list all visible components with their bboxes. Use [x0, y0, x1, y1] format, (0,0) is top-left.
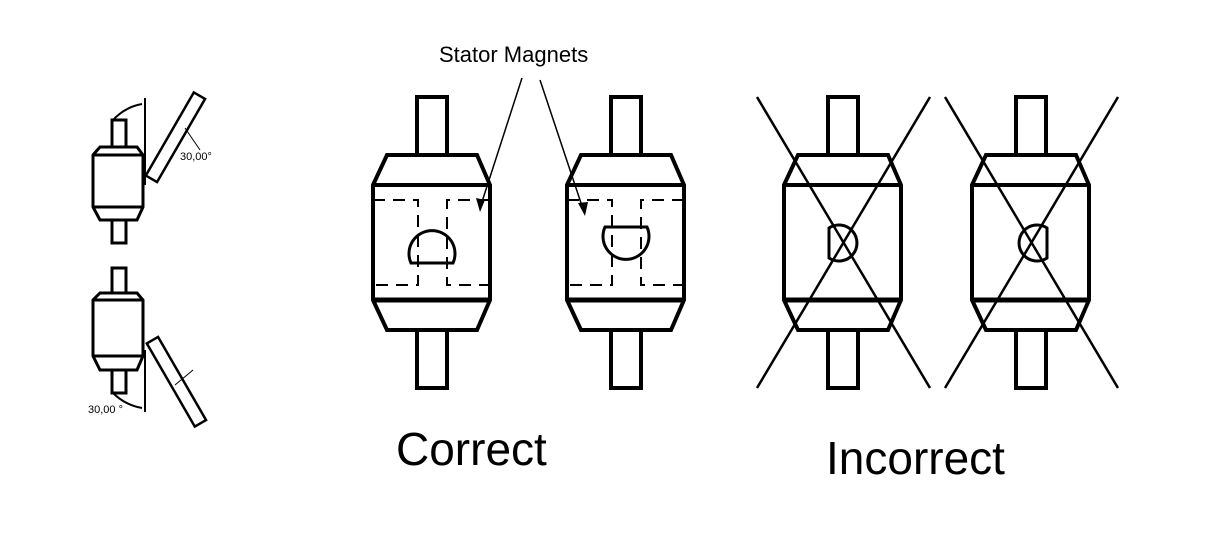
incorrect-motor-2 [943, 97, 1120, 388]
correct-motor-2 [567, 97, 684, 388]
incorrect-motor-1 [755, 97, 932, 388]
angle-label-bottom: 30,00 ° [88, 404, 123, 416]
stator-magnets-arrows [476, 77, 588, 216]
tilted-motor-top: 30,00° [91, 90, 212, 245]
incorrect-label: Incorrect [826, 432, 1005, 484]
stator-magnets-label: Stator Magnets [439, 42, 588, 67]
correct-label: Correct [396, 423, 547, 475]
angle-label-top: 30,00° [180, 151, 212, 163]
correct-motor-1 [373, 97, 490, 388]
tilted-motor-bottom: 30,00 ° [88, 266, 208, 429]
